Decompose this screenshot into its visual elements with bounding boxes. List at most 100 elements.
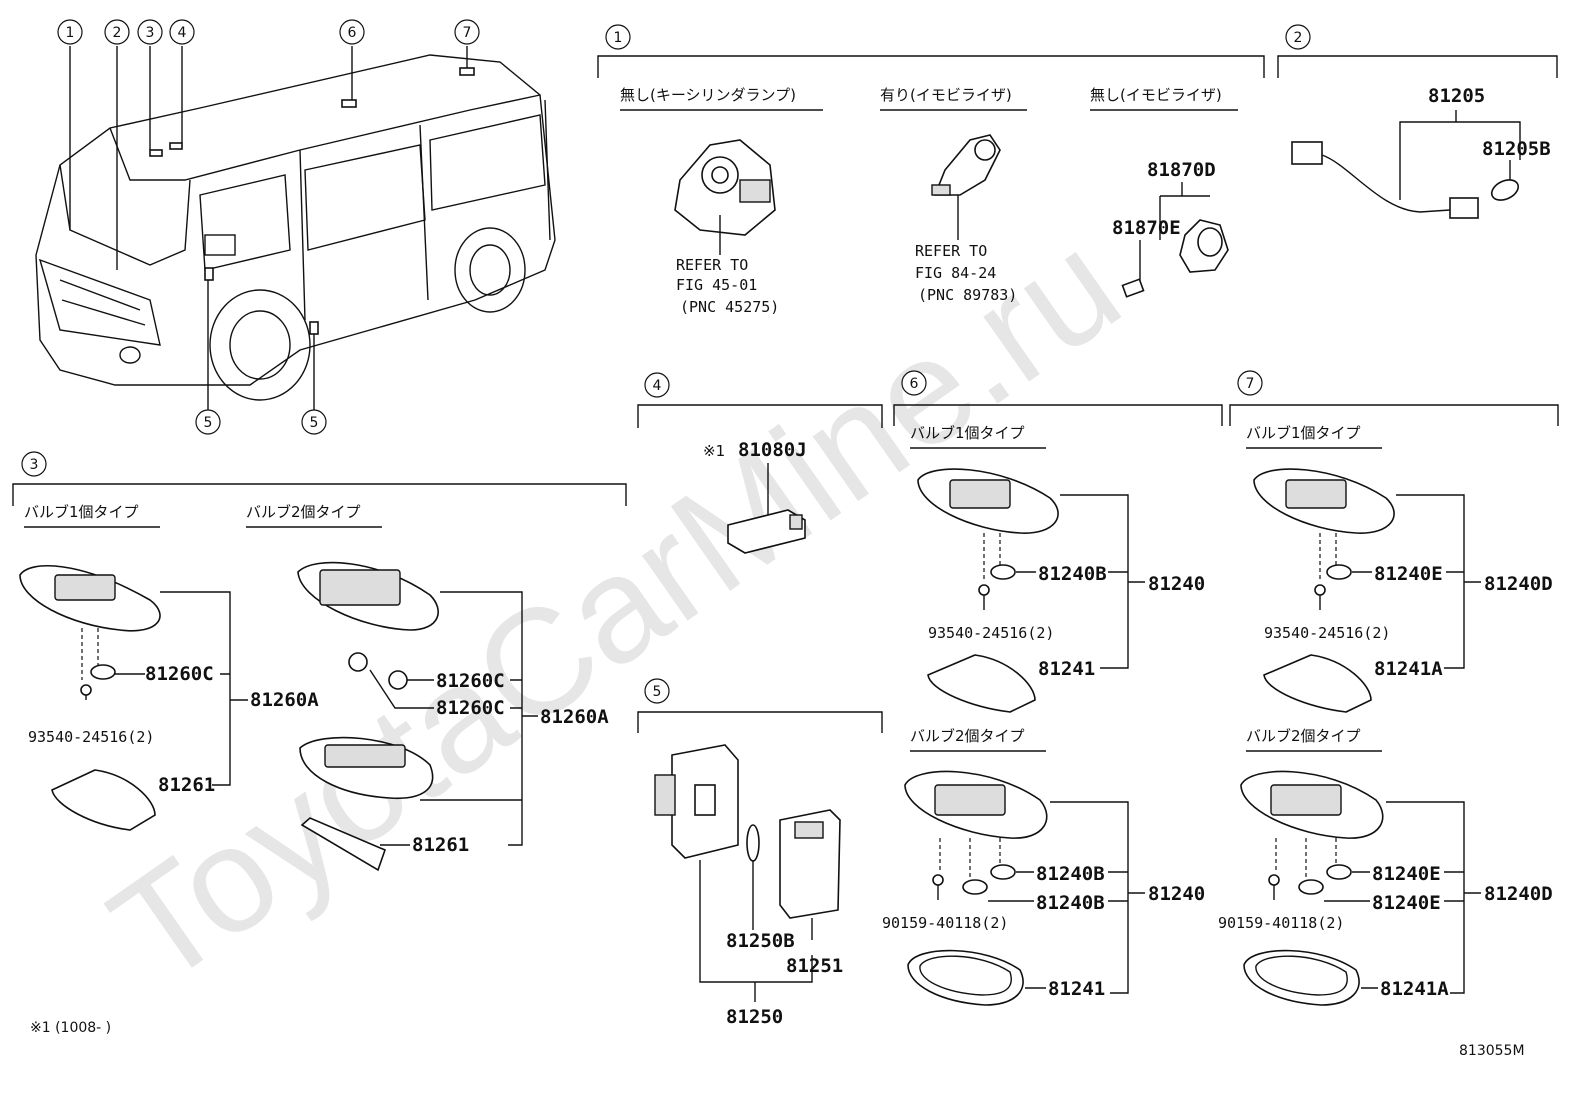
sec7-label-1bulb: バルブ1個タイプ <box>1246 424 1361 442</box>
sec6-part-81240: 81240 <box>1148 573 1205 595</box>
sec4-switch-part <box>727 509 806 554</box>
sec7-label-2bulb: バルブ2個タイプ <box>1246 727 1361 745</box>
key-cylinder-lamp-part <box>674 139 776 236</box>
sec3-2bulb-housing <box>297 561 439 631</box>
sec3-part-81260C-b: 81260C <box>436 670 505 692</box>
part-81205B: 81205B <box>1482 138 1551 160</box>
sec7-1bulb-housing <box>1253 468 1395 534</box>
section-7-callout: 7 <box>1246 376 1255 392</box>
figure-id: 813055M <box>1459 1043 1525 1059</box>
svg-text:2: 2 <box>113 25 122 41</box>
sec7-part-93540: 93540-24516(2) <box>1264 624 1390 642</box>
van-callout-3: 3 <box>137 19 163 45</box>
van-callout-2: 2 <box>104 19 130 45</box>
part-81870D: 81870D <box>1147 159 1216 181</box>
sec6-part-81240B-a: 81240B <box>1038 563 1107 585</box>
ref1-line3: (PNC 45275) <box>680 298 779 316</box>
sec6-1bulb-housing <box>917 468 1059 534</box>
sec6-part-81241-b: 81241 <box>1048 978 1105 1000</box>
sec3-2bulb-strip <box>300 817 387 872</box>
sec6-label-2bulb: バルブ2個タイプ <box>910 727 1025 745</box>
van-callout-1: 1 <box>57 19 83 45</box>
sec5-part-81250: 81250 <box>726 1006 783 1028</box>
section-3-callout: 3 <box>30 457 39 473</box>
sec3-label-1bulb: バルブ1個タイプ <box>24 503 139 521</box>
svg-text:4: 4 <box>178 25 187 41</box>
sec3-2bulb-lens <box>299 736 434 800</box>
sec6-part-81240B-c: 81240B <box>1036 892 1105 914</box>
sec7-part-81241A-b: 81241A <box>1380 978 1449 1000</box>
sec7-2bulb-housing <box>1240 770 1384 839</box>
section-5-callout: 5 <box>653 684 662 700</box>
immobilizer-part <box>931 134 1001 196</box>
section-7: 7 バルブ1個タイプ 81240E 81240D 93540-24516(2) … <box>1218 370 1559 1006</box>
van-callout-5a: 5 <box>195 409 221 435</box>
sec6-part-90159: 90159-40118(2) <box>882 914 1008 932</box>
sec1-label-no-immobilizer: 無し(イモビライザ) <box>1090 86 1222 104</box>
sec7-2bulb-lens <box>1243 949 1360 1006</box>
van-callout-4: 4 <box>169 19 195 45</box>
section-2: 2 81205 81205B <box>1277 24 1558 219</box>
sec4-note-mark: ※1 <box>703 442 725 460</box>
van-illustration: 1 2 3 4 6 7 5 5 <box>35 19 556 435</box>
part-81205: 81205 <box>1428 85 1485 107</box>
section-4-callout: 4 <box>653 378 662 394</box>
sec3-part-81260A-a: 81260A <box>250 689 319 711</box>
van-callout-6: 6 <box>339 19 365 45</box>
section-6: 6 バルブ1個タイプ 81240B 81240 93540-24516(2) 8… <box>882 370 1223 1006</box>
watermark: ToyotaCarMine.ru <box>82 200 1148 1017</box>
sec5-bulb <box>746 824 760 862</box>
ref1-line2: FIG 45-01 <box>676 276 757 294</box>
sec6-part-93540: 93540-24516(2) <box>928 624 1054 642</box>
sec5-lens <box>779 809 841 919</box>
ref2-line3: (PNC 89783) <box>918 286 1017 304</box>
wire-harness-part <box>1291 141 1520 219</box>
section-4: 4 ※1 81080J <box>637 372 883 554</box>
section-3: 3 バルブ1個タイプ バルブ2個タイプ 81260C 81260A 93540-… <box>12 451 627 872</box>
sec6-2bulb-lens <box>907 949 1024 1006</box>
sec3-part-81260A-b: 81260A <box>540 706 609 728</box>
sec1-label-immobilizer: 有り(イモビライザ) <box>880 86 1012 104</box>
sec7-part-81240D-b: 81240D <box>1484 883 1553 905</box>
sec1-label-no-lamp: 無し(キーシリンダランプ) <box>620 86 796 104</box>
sec5-part-81251: 81251 <box>786 955 843 977</box>
van-callout-7: 7 <box>454 19 480 45</box>
svg-text:5: 5 <box>310 415 319 431</box>
section-2-callout: 2 <box>1294 30 1303 46</box>
sec3-1bulb-housing <box>19 564 161 632</box>
sec7-part-81240E-b: 81240E <box>1372 863 1441 885</box>
svg-text:6: 6 <box>348 25 357 41</box>
sec7-1bulb-lens <box>1263 654 1372 713</box>
sec7-part-81240E-c: 81240E <box>1372 892 1441 914</box>
sec6-2bulb-housing <box>904 770 1048 839</box>
sec7-part-90159: 90159-40118(2) <box>1218 914 1344 932</box>
svg-text:7: 7 <box>463 25 472 41</box>
sec7-part-81240E-a: 81240E <box>1374 563 1443 585</box>
sec3-part-81260C-c: 81260C <box>436 697 505 719</box>
sec6-part-81240B-b: 81240B <box>1036 863 1105 885</box>
section-1: 1 無し(キーシリンダランプ) 有り(イモビライザ) 無し(イモビライザ) RE… <box>597 24 1265 316</box>
sec3-label-2bulb: バルブ2個タイプ <box>246 503 361 521</box>
sec6-1bulb-lens <box>927 654 1036 713</box>
footnote: ※1 (1008- ) <box>30 1020 111 1036</box>
ref2-line1: REFER TO <box>915 242 987 260</box>
svg-text:5: 5 <box>204 415 213 431</box>
sec3-part-81260C-a: 81260C <box>145 663 214 685</box>
sec5-part-81250B: 81250B <box>726 930 795 952</box>
section-1-callout: 1 <box>614 30 623 46</box>
sec4-part-81080J: 81080J <box>738 439 807 461</box>
section-6-callout: 6 <box>910 376 919 392</box>
sec6-label-1bulb: バルブ1個タイプ <box>910 424 1025 442</box>
van-callout-5b: 5 <box>301 409 327 435</box>
immobilizer-ring-part <box>1179 219 1229 273</box>
sec6-part-81241-a: 81241 <box>1038 658 1095 680</box>
sec5-door-lamp-housing <box>654 744 739 859</box>
sec3-1bulb-lens <box>51 769 156 831</box>
sec7-part-81241A-a: 81241A <box>1374 658 1443 680</box>
ref2-line2: FIG 84-24 <box>915 264 996 282</box>
sec3-part-81261-b: 81261 <box>412 834 469 856</box>
ref1-line1: REFER TO <box>676 256 748 274</box>
sec3-part-93540: 93540-24516(2) <box>28 728 154 746</box>
section-5: 5 81250B 81251 81250 <box>637 678 883 1028</box>
